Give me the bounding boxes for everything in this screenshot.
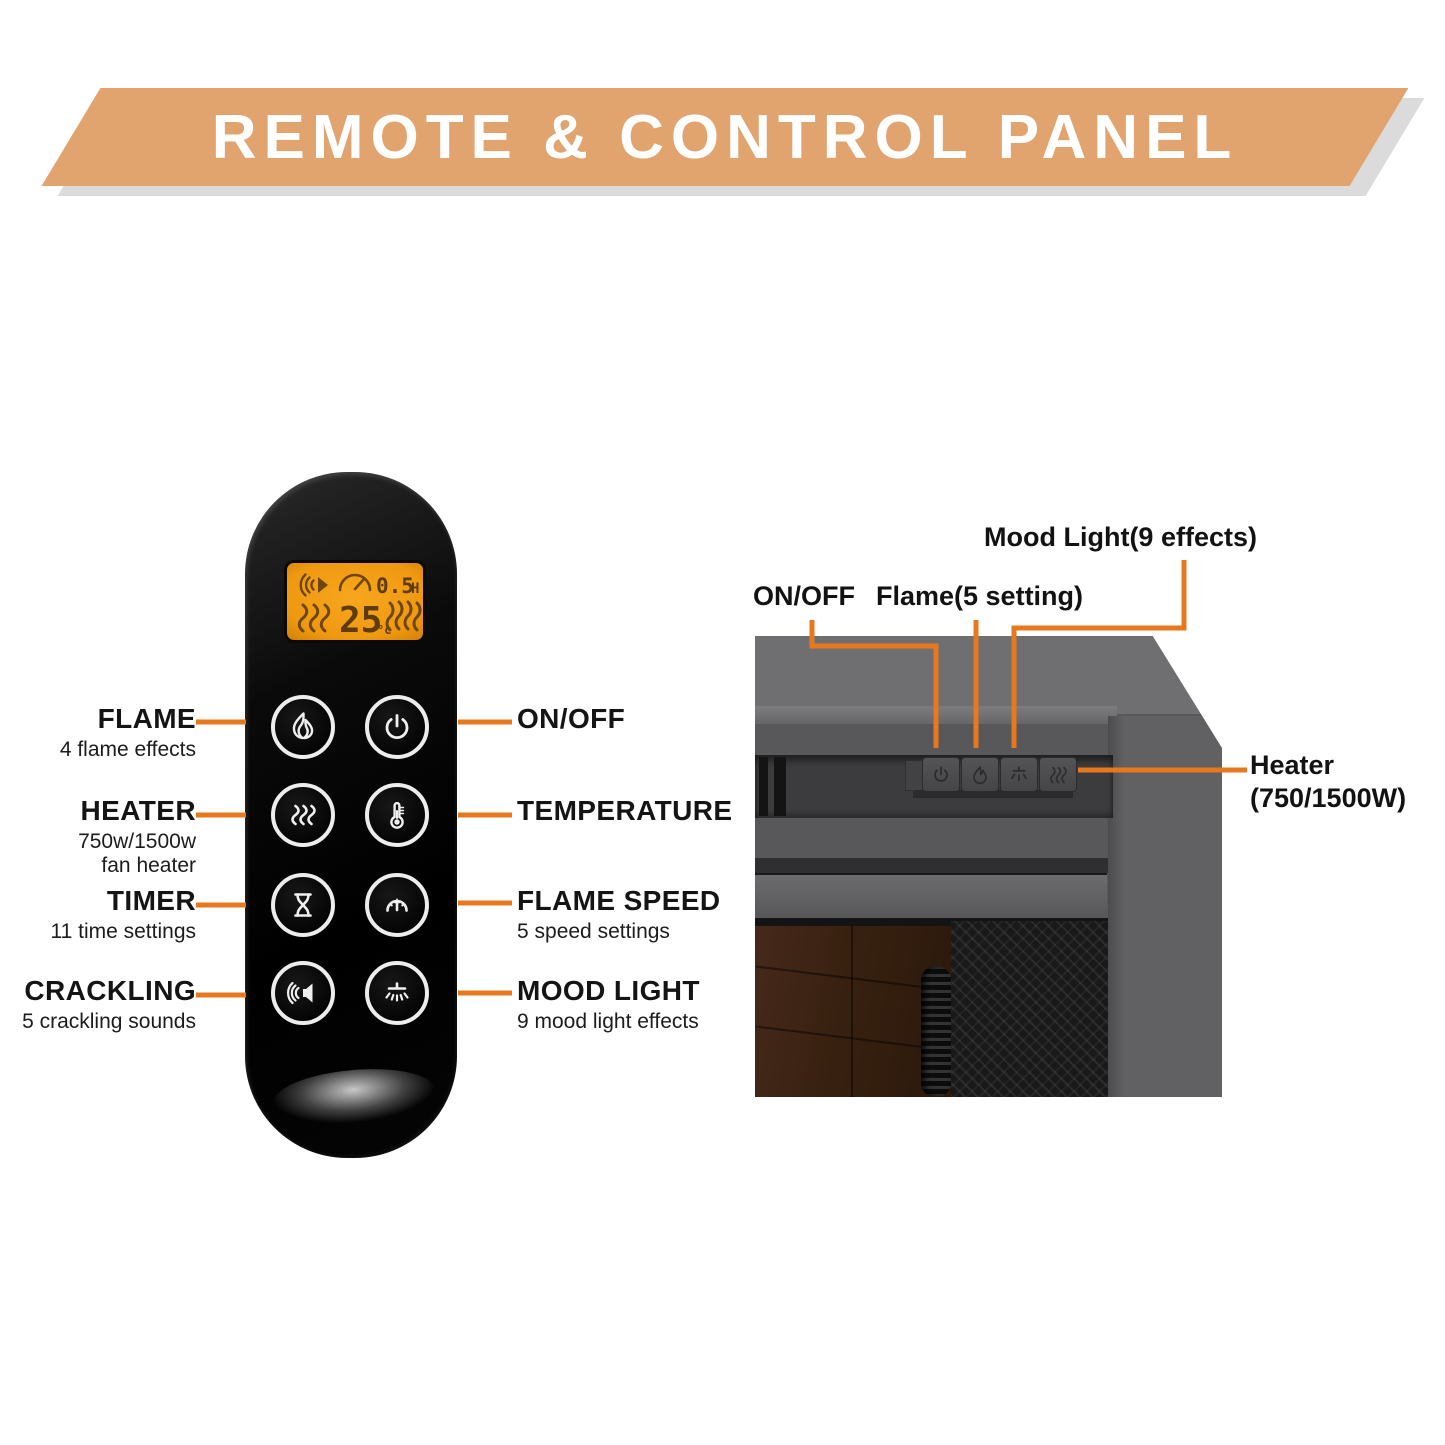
callout-flame-speed: FLAME SPEED 5 speed settings xyxy=(517,885,721,944)
remote-button-temperature[interactable] xyxy=(365,783,429,847)
glass-top-shadow xyxy=(755,858,1108,873)
remote-control: 0.5 H 25 °c xyxy=(245,472,457,1158)
control-strip-shadow xyxy=(913,790,1073,798)
lcd-heat-waves-icon xyxy=(297,603,331,633)
callout-mood-light-subtitle: 9 mood light effects xyxy=(517,1010,699,1033)
power-icon xyxy=(385,714,409,740)
fireplace-vent-slot xyxy=(774,757,786,816)
callout-crackling: CRACKLING 5 crackling sounds xyxy=(22,975,196,1034)
callout-mood-light: MOOD LIGHT 9 mood light effects xyxy=(517,975,700,1034)
gauge-icon xyxy=(386,898,408,912)
callout-timer-subtitle: 11 time settings xyxy=(50,920,196,943)
panel-label-on-off: ON/OFF xyxy=(753,581,855,611)
fireplace-side-face xyxy=(1108,716,1222,1097)
callout-timer: TIMER 11 time settings xyxy=(50,885,196,944)
callout-flame-title: FLAME xyxy=(97,703,196,734)
heat-waves-icon xyxy=(1050,766,1067,783)
callout-flame-subtitle: 4 flame effects xyxy=(59,738,196,761)
fireplace-corner-photo xyxy=(755,636,1222,1097)
callout-flame-speed-subtitle: 5 speed settings xyxy=(517,920,670,943)
panel-button-heater[interactable] xyxy=(1039,757,1077,792)
callout-heater-subtitle: 750w/1500w fan heater xyxy=(78,830,196,877)
light-rays-icon xyxy=(385,982,409,1002)
remote-button-flame[interactable] xyxy=(271,695,335,759)
remote-button-crackling[interactable] xyxy=(271,961,335,1025)
callout-on-off-title: ON/OFF xyxy=(517,703,626,734)
thermometer-icon xyxy=(390,801,405,829)
page-title: REMOTE & CONTROL PANEL xyxy=(211,102,1239,172)
panel-button-mood-light[interactable] xyxy=(1000,757,1038,792)
fireplace-vent-slot xyxy=(759,757,768,816)
callout-mood-light-title: MOOD LIGHT xyxy=(517,975,700,1006)
remote-gloss-highlight xyxy=(271,1063,437,1129)
remote-button-power[interactable] xyxy=(365,695,429,759)
panel-label-flame: Flame(5 setting) xyxy=(876,581,1084,611)
glass-frame-bar xyxy=(755,873,1107,923)
callout-crackling-title: CRACKLING xyxy=(24,975,196,1006)
remote-button-timer[interactable] xyxy=(271,873,335,937)
lcd-speaker-waves-icon xyxy=(299,573,328,597)
heat-waves-icon xyxy=(291,804,316,826)
panel-label-mood-light: Mood Light(9 effects) xyxy=(984,522,1257,552)
callout-timer-title: TIMER xyxy=(106,885,196,916)
lcd-timer-unit: H xyxy=(411,581,419,597)
callout-heater: HEATER 750w/1500w fan heater xyxy=(78,795,196,878)
panel-label-heater: Heater (750/1500W) xyxy=(1250,750,1407,813)
power-icon xyxy=(934,765,948,782)
callout-crackling-subtitle: 5 crackling sounds xyxy=(22,1010,196,1033)
callout-flame: FLAME 4 flame effects xyxy=(60,703,196,762)
lcd-flame-waves-icon xyxy=(385,600,422,632)
fireplace-front-edge xyxy=(755,706,1117,724)
lcd-temp-value: 25 xyxy=(339,600,382,640)
panel-button-power[interactable] xyxy=(922,757,960,792)
remote-button-mood-light[interactable] xyxy=(365,961,429,1025)
hourglass-icon xyxy=(294,893,312,917)
flame-icon xyxy=(973,765,987,784)
callout-heater-title: HEATER xyxy=(80,795,196,826)
light-rays-icon xyxy=(1011,765,1027,781)
fireplace-top-face xyxy=(755,636,1222,714)
panel-button-flame[interactable] xyxy=(961,757,999,792)
callout-flame-speed-title: FLAME SPEED xyxy=(517,885,721,916)
firebox-interior xyxy=(755,918,1108,1097)
control-panel-buttons xyxy=(922,757,1077,792)
remote-button-heater[interactable] xyxy=(271,783,335,847)
lcd-screen: 0.5 H 25 °c xyxy=(287,563,423,640)
callout-on-off: ON/OFF xyxy=(517,703,625,735)
lcd-gauge-icon xyxy=(338,573,372,592)
heating-element-coil xyxy=(921,966,951,1097)
speaker-icon xyxy=(286,981,313,1005)
flame-icon xyxy=(292,712,314,740)
callout-temperature: TEMPERATURE xyxy=(517,795,732,827)
lcd-display: 0.5 H 25 °c xyxy=(287,563,423,640)
remote-button-flame-speed[interactable] xyxy=(365,873,429,937)
mesh-screen xyxy=(951,921,1108,1097)
callout-temperature-title: TEMPERATURE xyxy=(517,795,733,826)
lcd-timer-value: 0.5 xyxy=(376,574,414,598)
